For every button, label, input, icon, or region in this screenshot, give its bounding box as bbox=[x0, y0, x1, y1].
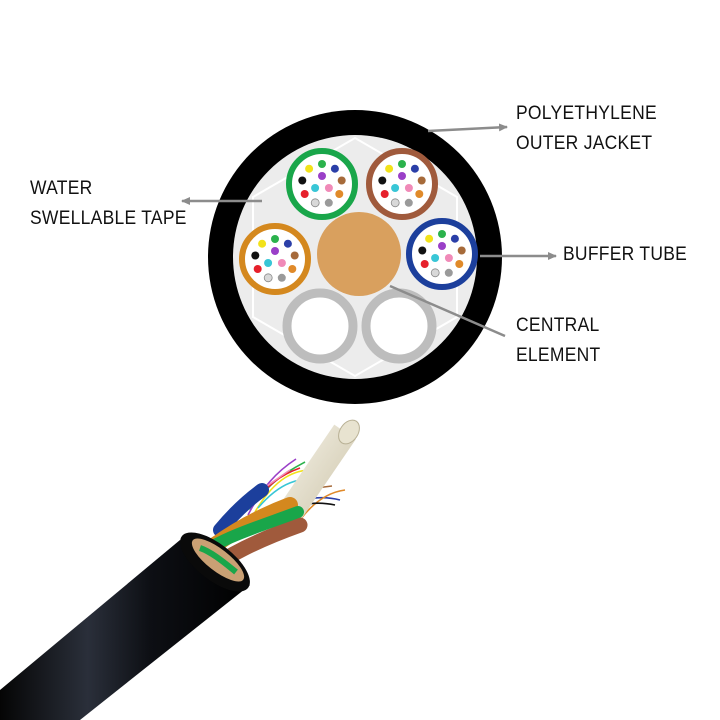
cable-perspective-illustration bbox=[0, 416, 364, 720]
optical-fiber-dot bbox=[378, 177, 386, 185]
optical-fiber-dot bbox=[438, 230, 446, 238]
optical-fiber-dot bbox=[305, 165, 313, 173]
optical-fiber-dot bbox=[258, 240, 266, 248]
central-element bbox=[317, 212, 401, 296]
optical-fiber-dot bbox=[278, 274, 286, 282]
label-line: ELEMENT bbox=[516, 341, 600, 371]
optical-fiber-dot bbox=[418, 247, 426, 255]
optical-fiber-dot bbox=[415, 190, 423, 198]
filler-rod bbox=[287, 293, 353, 359]
optical-fiber-dot bbox=[431, 254, 439, 262]
label-water-swellable-tape: WATER SWELLABLE TAPE bbox=[30, 174, 187, 234]
optical-fiber-dot bbox=[264, 259, 272, 267]
optical-fiber-dot bbox=[284, 240, 292, 248]
optical-fiber-dot bbox=[405, 199, 413, 207]
optical-fiber-dot bbox=[301, 190, 309, 198]
optical-fiber-dot bbox=[425, 235, 433, 243]
optical-fiber-dot bbox=[288, 265, 296, 273]
label-line: SWELLABLE TAPE bbox=[30, 204, 187, 234]
optical-fiber-dot bbox=[318, 160, 326, 168]
optical-fiber-dot bbox=[445, 254, 453, 262]
optical-fiber-dot bbox=[318, 172, 326, 180]
optical-fiber-dot bbox=[264, 274, 272, 282]
label-line: WATER bbox=[30, 174, 187, 204]
buffer-tube-brown bbox=[369, 151, 435, 217]
label-line: POLYETHYLENE bbox=[516, 99, 657, 129]
optical-fiber-dot bbox=[391, 199, 399, 207]
optical-fiber-dot bbox=[438, 242, 446, 250]
label-line: BUFFER TUBE bbox=[563, 240, 687, 270]
optical-fiber-dot bbox=[271, 247, 279, 255]
label-line: OUTER JACKET bbox=[516, 129, 657, 159]
buffer-tube-blue bbox=[409, 221, 475, 287]
optical-fiber-dot bbox=[381, 190, 389, 198]
optical-fiber-dot bbox=[311, 184, 319, 192]
buffer-tube-orange bbox=[242, 226, 308, 292]
optical-fiber-dot bbox=[251, 252, 259, 260]
optical-fiber-dot bbox=[338, 177, 346, 185]
optical-fiber-dot bbox=[271, 235, 279, 243]
label-line: CENTRAL bbox=[516, 311, 600, 341]
filler-rod bbox=[366, 293, 432, 359]
optical-fiber-dot bbox=[298, 177, 306, 185]
optical-fiber-dot bbox=[291, 252, 299, 260]
cable-cross-section bbox=[208, 110, 502, 404]
optical-fiber-dot bbox=[325, 184, 333, 192]
optical-fiber-dot bbox=[455, 260, 463, 268]
optical-fiber-dot bbox=[385, 165, 393, 173]
optical-fiber-dot bbox=[398, 172, 406, 180]
buffer-tube-green bbox=[289, 151, 355, 217]
label-central-element: CENTRAL ELEMENT bbox=[516, 311, 600, 371]
optical-fiber-dot bbox=[311, 199, 319, 207]
optical-fiber-dot bbox=[451, 235, 459, 243]
optical-fiber-dot bbox=[405, 184, 413, 192]
jacket-leader-arrow bbox=[428, 127, 507, 131]
optical-fiber-dot bbox=[418, 177, 426, 185]
optical-fiber-dot bbox=[445, 269, 453, 277]
optical-fiber-dot bbox=[398, 160, 406, 168]
optical-fiber-dot bbox=[411, 165, 419, 173]
optical-fiber-dot bbox=[278, 259, 286, 267]
label-polyethylene-outer-jacket: POLYETHYLENE OUTER JACKET bbox=[516, 99, 657, 159]
optical-fiber-dot bbox=[421, 260, 429, 268]
optical-fiber-dot bbox=[254, 265, 262, 273]
optical-fiber-dot bbox=[331, 165, 339, 173]
optical-fiber-dot bbox=[391, 184, 399, 192]
label-buffer-tube: BUFFER TUBE bbox=[563, 240, 687, 270]
optical-fiber-dot bbox=[431, 269, 439, 277]
optical-fiber-dot bbox=[458, 247, 466, 255]
optical-fiber-dot bbox=[335, 190, 343, 198]
optical-fiber-dot bbox=[325, 199, 333, 207]
